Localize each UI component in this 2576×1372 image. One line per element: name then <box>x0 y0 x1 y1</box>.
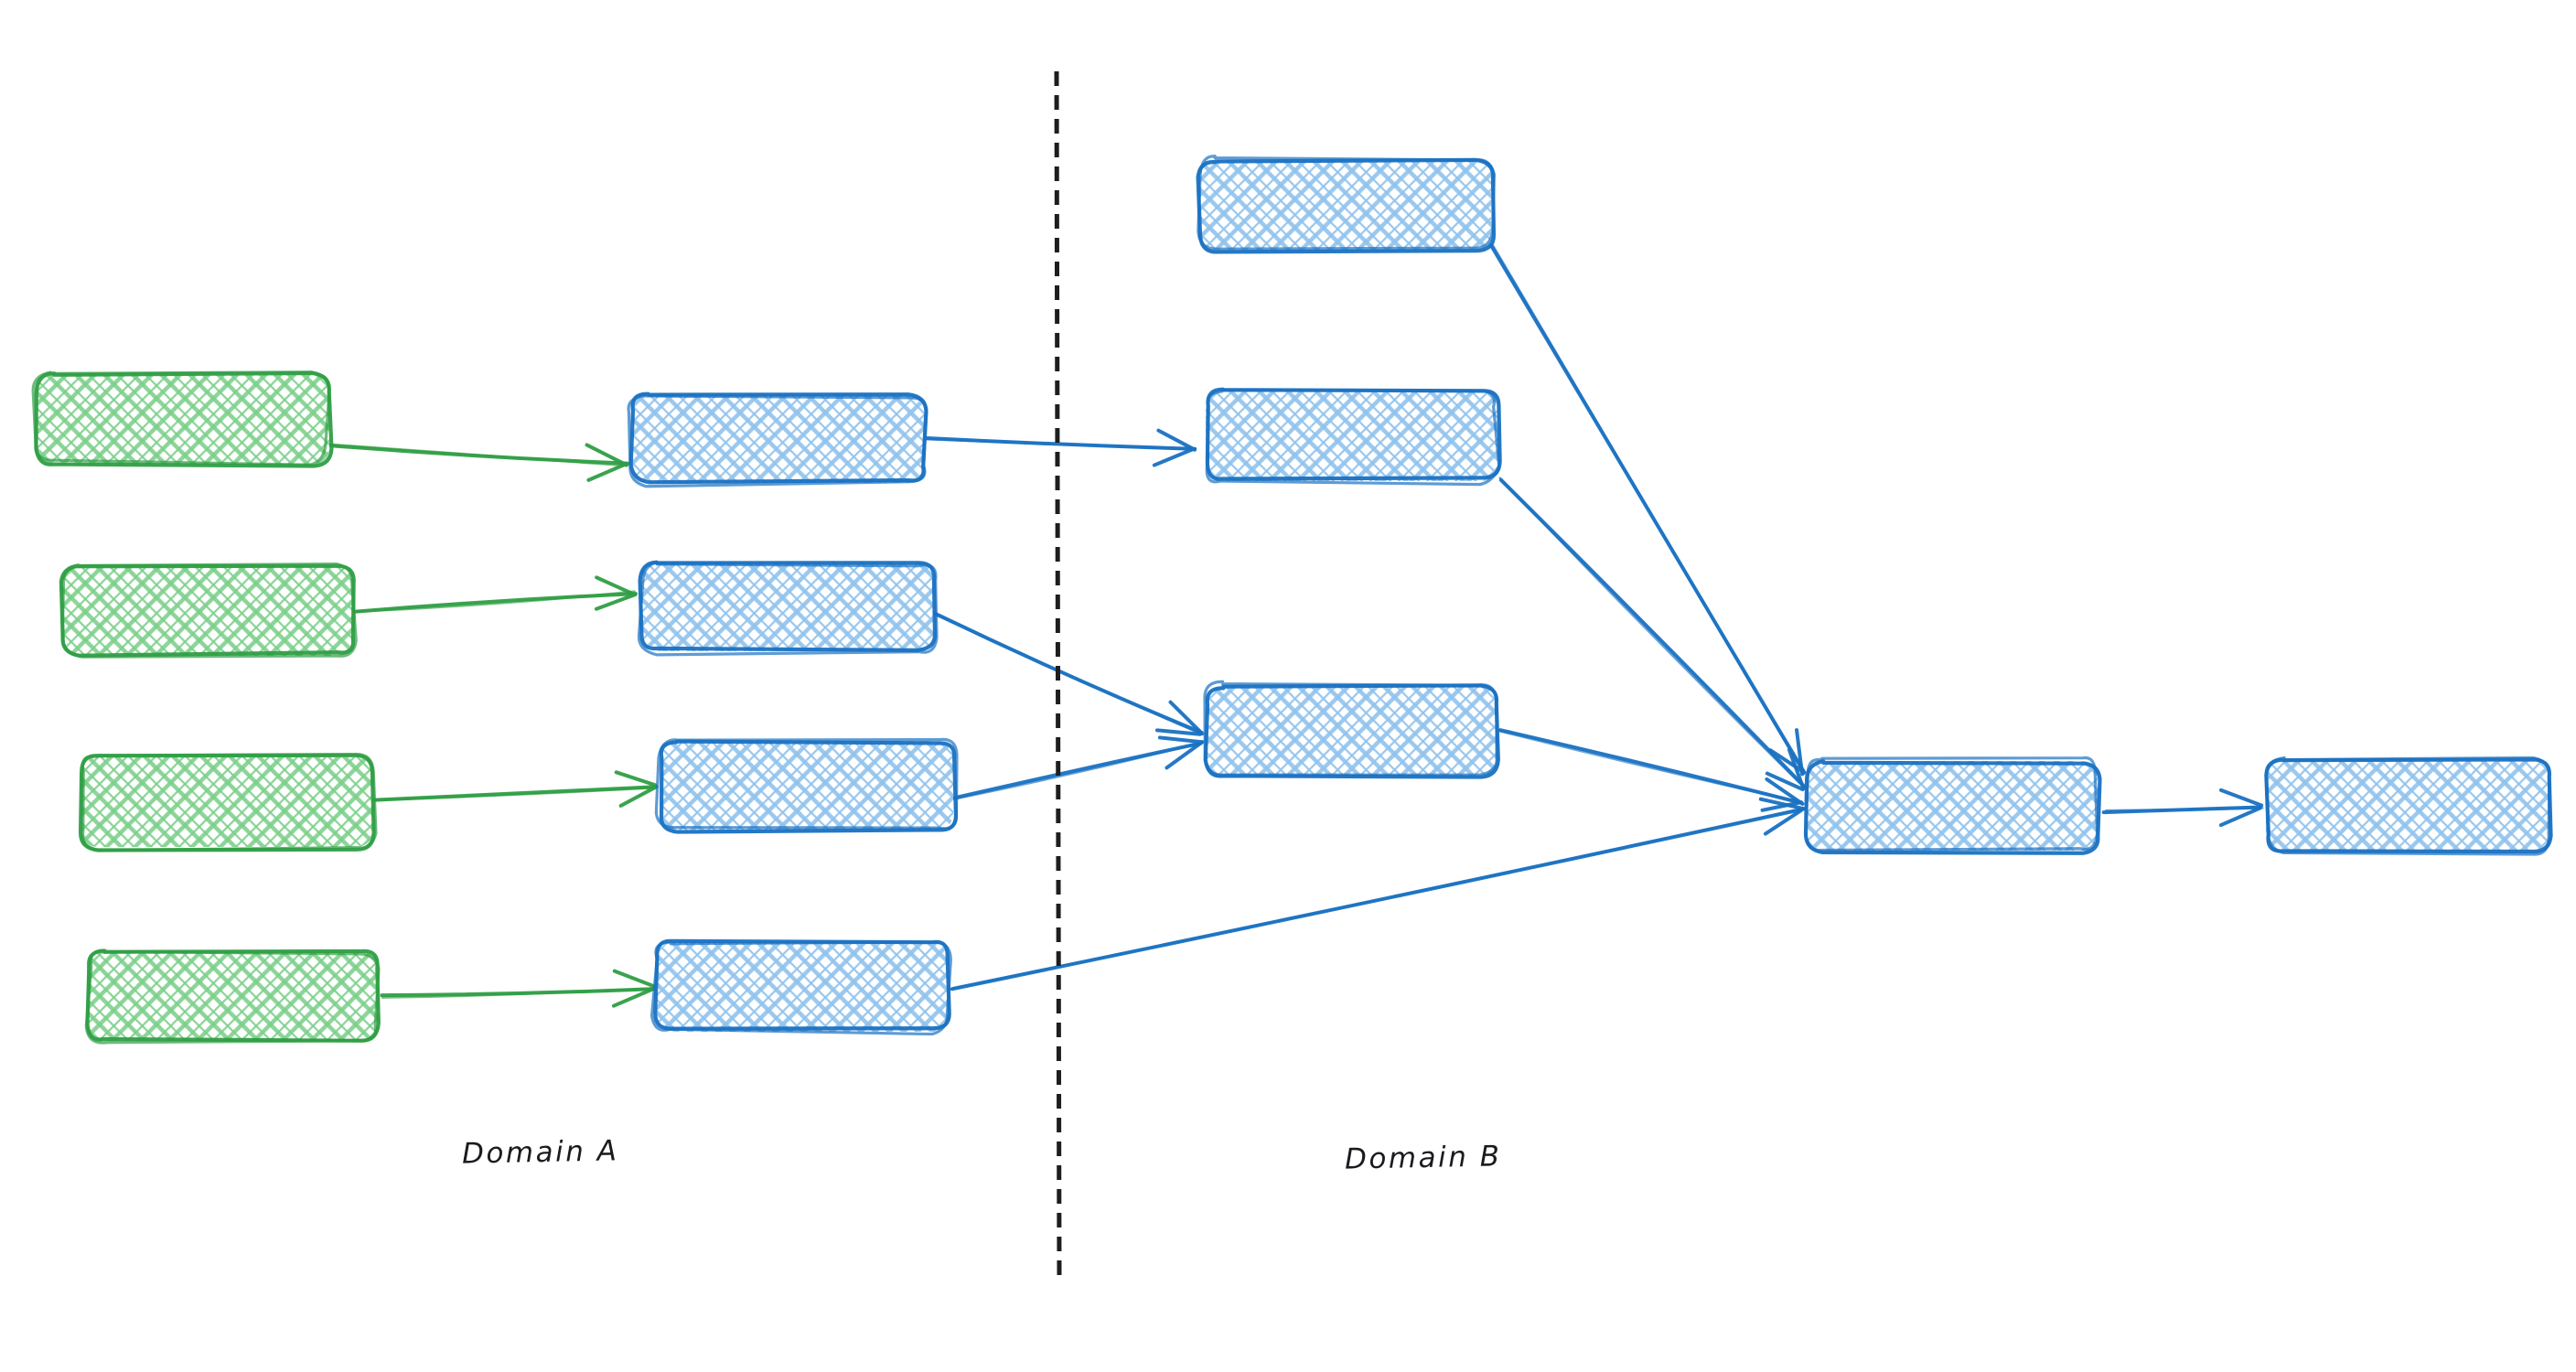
edge-line <box>953 741 1204 800</box>
arrow-head <box>1154 728 1202 736</box>
node-outline-2 <box>60 563 358 659</box>
edge-a-src-1-to-a-mid-1 <box>326 443 629 482</box>
arrow-head <box>585 443 629 467</box>
edge-a-mid-3-to-b-3 <box>950 735 1205 800</box>
edge-b-2-to-b-merge <box>1498 477 1808 791</box>
node-fill <box>1206 686 1498 776</box>
arrow-head <box>2218 788 2264 808</box>
node-fill <box>37 375 329 465</box>
node-outline-2 <box>1205 389 1501 487</box>
arrow-head <box>586 462 628 482</box>
edge-line <box>951 807 1804 990</box>
edge-b-merge-to-b-out <box>2101 788 2264 828</box>
edge-line <box>372 786 658 802</box>
node-outline-2 <box>654 737 959 831</box>
arrow-head <box>1152 447 1195 467</box>
node-outline-2 <box>2264 756 2551 856</box>
edge-a-mid-4-to-b-merge <box>950 797 1806 991</box>
edge-a-mid-1-to-b-2 <box>921 428 1197 467</box>
node-b-2[interactable] <box>1205 387 1502 487</box>
node-b-out[interactable] <box>2264 756 2553 856</box>
arrow-head <box>1795 728 1805 777</box>
arrow-head <box>595 592 638 611</box>
edge-a-src-4-to-a-mid-4 <box>380 969 657 1008</box>
domain-a-label: Domain A <box>461 1134 619 1171</box>
node-a-src-3[interactable] <box>78 752 378 852</box>
node-outline-2 <box>84 949 381 1045</box>
node-b-merge[interactable] <box>1803 756 2102 855</box>
node-a-src-1[interactable] <box>31 370 334 468</box>
edges-layer <box>326 243 2264 1008</box>
arrow-head <box>1157 735 1204 745</box>
node-b-1[interactable] <box>1196 155 1497 254</box>
arrow-head <box>1168 700 1205 736</box>
edge-a-mid-2-to-b-3 <box>930 611 1205 736</box>
node-fill <box>1807 761 2099 851</box>
node-outline <box>638 560 938 652</box>
domain-divider <box>1054 70 1062 1281</box>
edge-line <box>925 437 1196 451</box>
node-a-src-4[interactable] <box>84 949 381 1045</box>
arrow-head <box>1156 428 1197 452</box>
edge-line <box>352 590 636 613</box>
node-outline-2 <box>649 940 952 1036</box>
edge-line <box>381 987 656 999</box>
node-a-mid-2[interactable] <box>637 560 939 657</box>
nodes-layer <box>31 155 2553 1045</box>
domain-b-label: Domain B <box>1344 1140 1502 1176</box>
node-fill <box>87 951 380 1041</box>
arrow-head <box>1760 800 1803 812</box>
node-fill <box>660 741 953 831</box>
node-fill <box>61 566 354 656</box>
edge-b-1-to-b-merge <box>1489 243 1807 777</box>
arrow-head <box>618 785 659 808</box>
node-outline-2 <box>627 393 928 488</box>
node-fill <box>657 942 950 1032</box>
node-outline-2 <box>1197 155 1497 251</box>
node-fill <box>80 757 373 847</box>
edge-line <box>1497 729 1804 804</box>
node-outline-2 <box>80 752 378 852</box>
node-outline-2 <box>1804 756 2099 852</box>
node-b-3[interactable] <box>1203 680 1500 779</box>
arrow-head <box>1765 771 1805 791</box>
node-outline <box>59 563 356 658</box>
arrow-head <box>1758 797 1806 811</box>
node-a-mid-1[interactable] <box>627 391 928 488</box>
node-outline-2 <box>637 561 939 657</box>
divider-dashed-line <box>1054 70 1062 1281</box>
node-fill <box>1206 391 1498 481</box>
arrow-head <box>1763 809 1803 836</box>
arrow-head <box>1787 748 1806 791</box>
arrow-head <box>614 770 658 788</box>
edge-line <box>1491 243 1806 776</box>
edge-line <box>326 443 628 467</box>
edge-a-src-3-to-a-mid-3 <box>372 770 659 808</box>
node-fill <box>2266 761 2549 851</box>
edge-line <box>1498 477 1806 789</box>
node-outline-2 <box>1203 680 1498 777</box>
node-a-src-2[interactable] <box>59 563 358 659</box>
node-a-mid-4[interactable] <box>649 938 952 1036</box>
edge-line <box>2105 807 2264 812</box>
node-outline-2 <box>31 370 331 466</box>
edge-line <box>932 611 1204 734</box>
arrow-head <box>1765 777 1805 806</box>
edge-b-3-to-b-merge <box>1497 728 1805 812</box>
arrow-head <box>612 969 656 989</box>
node-fill <box>631 393 924 483</box>
arrow-head <box>2218 806 2262 828</box>
node-a-mid-3[interactable] <box>654 737 959 834</box>
arrow-head <box>611 986 657 1008</box>
node-fill <box>640 562 933 651</box>
arrow-head <box>1165 740 1205 770</box>
edge-a-src-2-to-a-mid-2 <box>351 575 638 614</box>
node-fill <box>1198 160 1491 250</box>
arrow-head <box>595 575 637 596</box>
edge-line <box>930 611 1202 735</box>
